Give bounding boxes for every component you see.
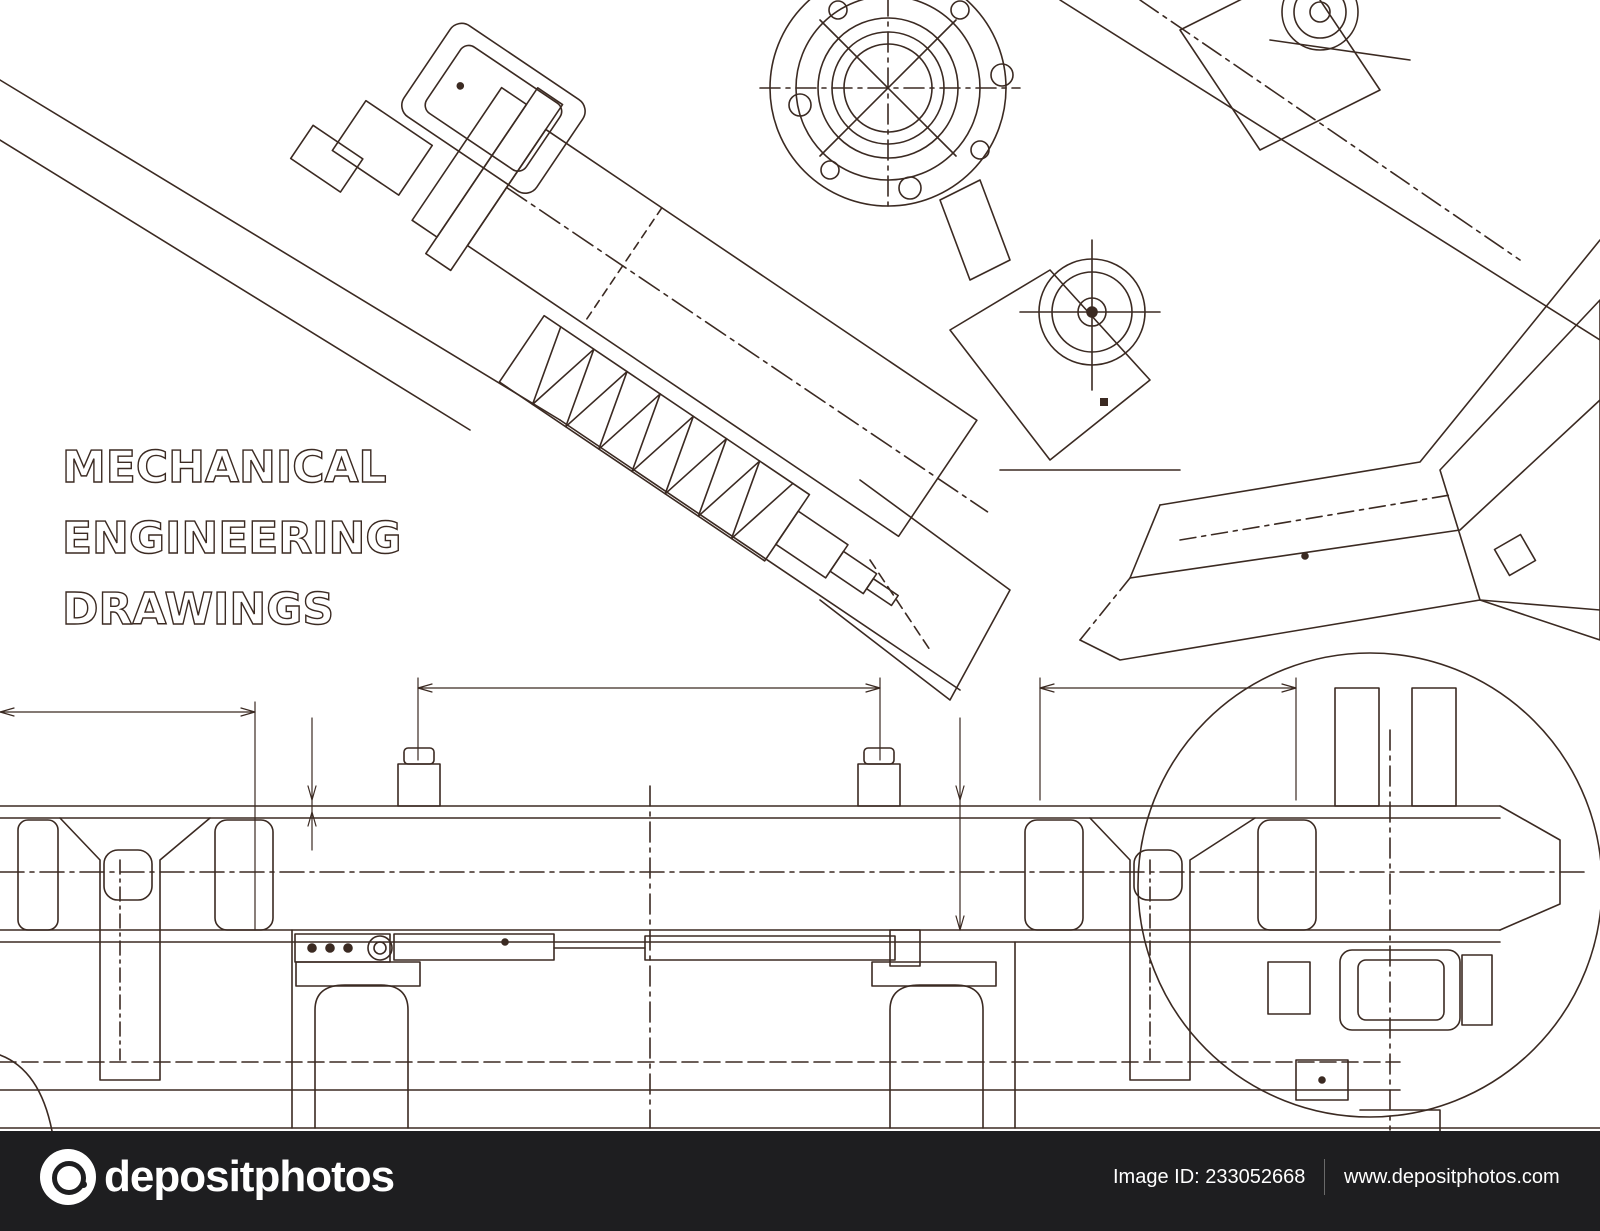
depositphotos-logo-icon — [40, 1149, 96, 1205]
title-line-2: ENGINEERING — [62, 513, 402, 564]
site-url: www.depositphotos.com — [1344, 1166, 1560, 1188]
spring — [498, 314, 899, 607]
bolted-flange — [759, 0, 1021, 211]
engineering-drawing — [0, 0, 1600, 1131]
top-bolts — [397, 747, 901, 1129]
detail-circle — [1137, 652, 1600, 1131]
valve-actuator — [939, 179, 1161, 461]
diagonal-beam — [0, 0, 1600, 691]
title-line-3: DRAWINGS — [62, 584, 334, 628]
chute — [1079, 239, 1600, 661]
image-id: Image ID: 233052668 — [1113, 1166, 1306, 1188]
mounting-bracket — [289, 22, 586, 196]
drawing-title: MECHANICAL ENGINEERING DRAWINGS — [61, 441, 402, 628]
corner-arc — [0, 1054, 53, 1131]
brand-name: depositphotos — [104, 1152, 395, 1201]
watermark-banner: depositphotos Image ID: 233052668 www.de… — [0, 1131, 1600, 1231]
support-posts — [291, 929, 1016, 1129]
pulley-box — [1179, 0, 1411, 151]
beam-slots — [17, 817, 1317, 1081]
inclined-tube — [411, 86, 989, 538]
banner-divider — [1324, 1159, 1325, 1195]
logo-dot-icon — [80, 1181, 87, 1188]
hydraulic-cylinder — [294, 929, 921, 967]
conveyor-beam — [0, 805, 1600, 1129]
title-line-1: MECHANICAL — [62, 442, 387, 493]
lower-chute — [819, 479, 1011, 701]
dimension-lines — [0, 677, 1297, 931]
